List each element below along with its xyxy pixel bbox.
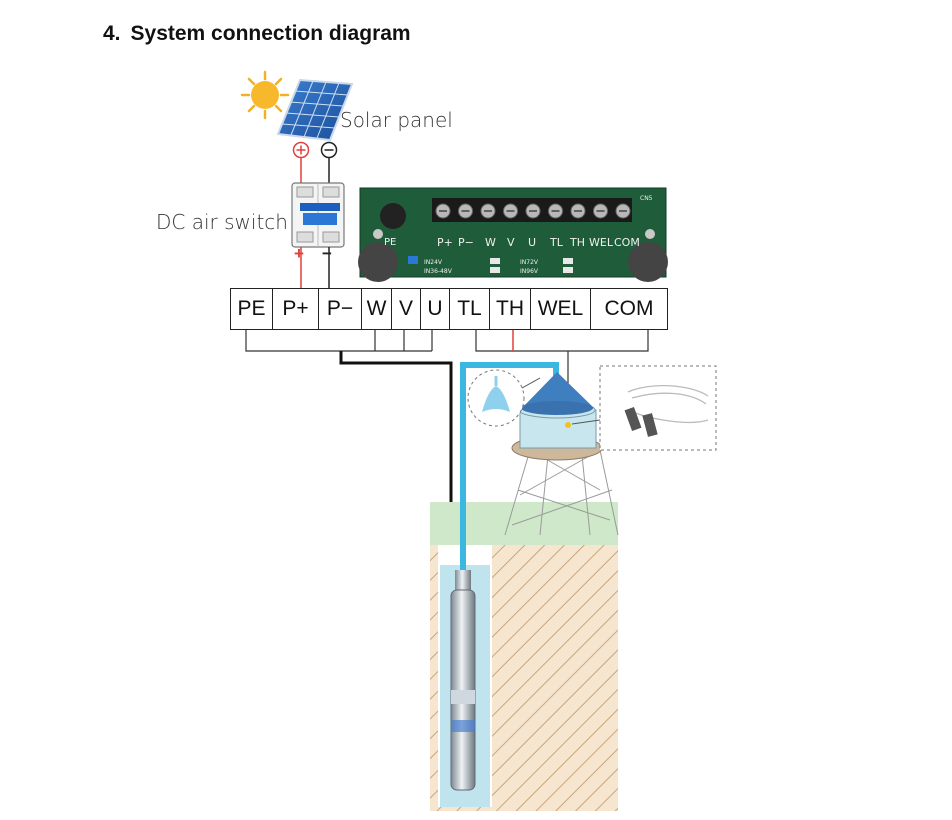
board-spec: IN96V (520, 268, 539, 275)
board-spec: IN72V (520, 259, 539, 266)
terminal-w: W (362, 289, 392, 329)
board-label: V (507, 236, 515, 249)
terminal-v: V (392, 289, 421, 329)
terminal-com: COM (604, 297, 654, 320)
board-label: TL (549, 236, 564, 249)
board-spec: IN24V (424, 259, 443, 266)
board-label: P− (458, 236, 474, 249)
board-label: COM (614, 236, 640, 249)
sun-icon (240, 70, 290, 120)
board-label: WEL (589, 236, 614, 249)
section-number: 4. (103, 22, 121, 45)
tank-roof (522, 372, 594, 408)
board-label: PE (384, 237, 396, 248)
board-label: U (528, 236, 536, 249)
positive-terminal-icon (292, 141, 310, 159)
pump-cable (339, 351, 453, 570)
solar-panel-label: Solar panel (340, 108, 453, 132)
board-spec: IN36-48V (424, 268, 453, 275)
section-title: System connection diagram (130, 22, 411, 45)
board-label: P+ (437, 236, 453, 249)
dc-breaker-icon (291, 182, 345, 248)
minus-sign: − (322, 244, 332, 263)
solar-panel-icon (276, 78, 354, 142)
terminal-pe: PE (231, 289, 273, 329)
terminal-tl: TL (450, 289, 490, 329)
plus-sign: + (294, 244, 304, 263)
terminal-block: PE P+ P− W V U TL TH WEL COM (230, 288, 668, 330)
submersible-pump-icon (450, 570, 476, 791)
terminal-th: TH (490, 289, 531, 329)
board-label: TH (569, 236, 585, 249)
float-sensor-icon (565, 422, 571, 428)
terminal-p-plus: P+ (273, 289, 319, 329)
negative-terminal-icon (320, 141, 338, 159)
terminal-wel: WEL (531, 289, 591, 329)
board-label: W (485, 236, 496, 249)
dc-switch-label: DC air switch (156, 210, 288, 234)
section-heading: 4. System connection diagram (103, 22, 421, 46)
float-switch-inset (599, 365, 717, 451)
controller-board: PE P+ P− W V U TL TH WEL COM IN24V IN36-… (358, 187, 668, 282)
terminal-p-minus: P− (319, 289, 362, 329)
water-tower-icon (504, 449, 619, 536)
terminal-u: U (421, 289, 450, 329)
board-corner-label: CN5 (640, 195, 653, 202)
ground-surface (430, 502, 618, 545)
